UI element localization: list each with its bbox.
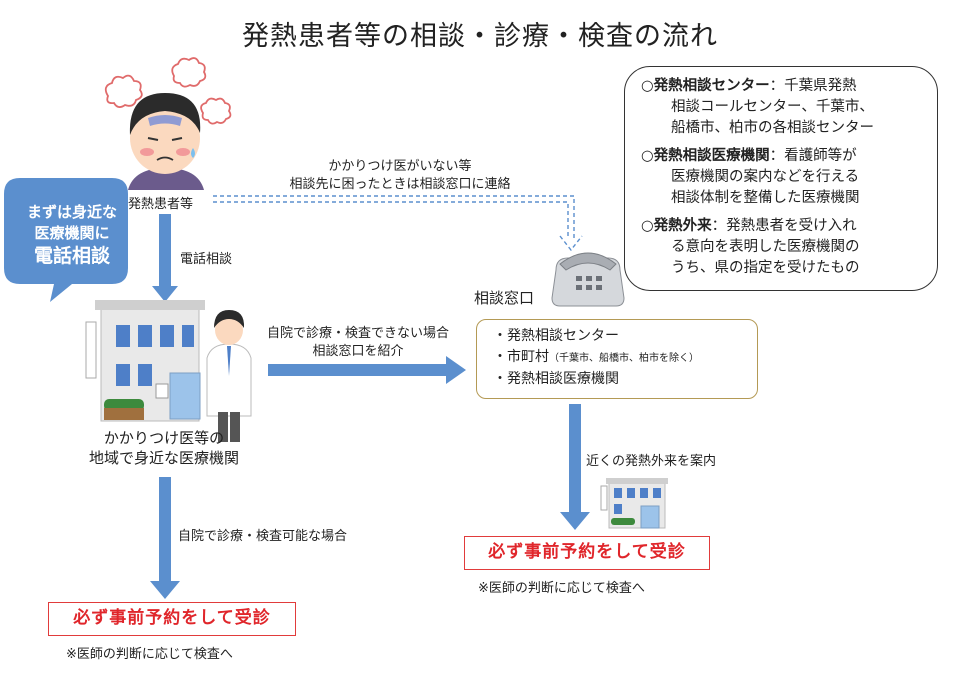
advice-bubble — [4, 178, 128, 302]
referral-note: 自院で診療・検査できない場合 相談窓口を紹介 — [258, 325, 458, 361]
patient-illustration — [104, 57, 232, 190]
definition-text: 千葉県発熱 — [784, 78, 857, 94]
definition-term: 発熱相談医療機関 — [653, 148, 770, 164]
exam-note-left: ※医師の判断に応じて検査へ — [66, 647, 233, 662]
definition-item: ○発熱相談医療機関：看護師等が 医療機関の案内などを行える 相談体制を整備した医… — [641, 146, 927, 209]
telephone-illustration — [551, 252, 625, 307]
arrow-guide-outpatient — [560, 404, 590, 530]
page-title: 発熱患者等の相談・診療・検査の流れ — [242, 21, 718, 52]
definition-sep: ： — [711, 218, 727, 234]
dashed-route-to-window — [213, 195, 583, 252]
bubble-line-2: 医療機関に — [34, 224, 110, 242]
definitions-box: ○発熱相談センター：千葉県発熱 相談コールセンター、千葉市、 船橋市、柏市の各相… — [624, 66, 938, 291]
exam-note-right: ※医師の判断に応じて検査へ — [478, 581, 645, 596]
definition-text: うち、県の指定を受けたもの — [671, 260, 860, 276]
window-item-text: ・発熱相談センター — [493, 328, 619, 344]
definition-text: 医療機関の案内などを行える — [671, 169, 860, 185]
bubble-line-1: まずは身近な — [26, 203, 117, 221]
window-item-text: ・市町村 — [493, 349, 549, 365]
window-item: ・発熱相談センター — [493, 326, 757, 347]
reservation-notice-right: 必ず事前予約をして受診 — [464, 536, 710, 570]
no-doctor-note-line-1: かかりつけ医がいない等 — [328, 159, 472, 174]
window-item: ・発熱相談医療機関 — [493, 369, 757, 390]
bubble-line-3: 電話相談 — [33, 245, 110, 267]
clinic-label-line-1: かかりつけ医等の — [103, 429, 225, 447]
definition-term: 発熱外来 — [653, 218, 712, 234]
consultation-window-box: ・発熱相談センター ・市町村（千葉市、船橋市、柏市を除く） ・発熱相談医療機関 — [476, 319, 758, 399]
clinic-building-illustration — [85, 300, 205, 422]
doctor-illustration — [206, 310, 252, 442]
definition-bullet: ○ — [641, 148, 654, 164]
definition-text: 発熱患者を受け入れ — [726, 218, 857, 234]
self-exam-note: 自院で診療・検査可能な場合 — [178, 529, 348, 544]
patient-label: 発熱患者等 — [128, 197, 194, 212]
arrow-referral — [268, 356, 466, 384]
definition-text: 相談コールセンター、千葉市、 — [671, 99, 874, 115]
reservation-notice-left: 必ず事前予約をして受診 — [48, 602, 296, 636]
definition-bullet: ○ — [641, 218, 654, 234]
definition-text: る意向を表明した医療機関の — [671, 239, 860, 255]
window-item-text: ・発熱相談医療機関 — [493, 371, 619, 387]
window-item: ・市町村（千葉市、船橋市、柏市を除く） — [493, 347, 757, 369]
definition-item: ○発熱外来：発熱患者を受け入れ る意向を表明した医療機関の うち、県の指定を受け… — [641, 216, 927, 279]
arrow-self-exam — [150, 477, 180, 599]
no-doctor-note: かかりつけ医がいない等 相談先に困ったときは相談窓口に連絡 — [250, 158, 550, 194]
outpatient-building-icon — [600, 478, 668, 529]
advice-bubble-text: まずは身近な 医療機関に 電話相談 — [18, 202, 126, 267]
definition-item: ○発熱相談センター：千葉県発熱 相談コールセンター、千葉市、 船橋市、柏市の各相… — [641, 76, 927, 139]
clinic-label-line-2: 地域で身近な医療機関 — [88, 449, 239, 467]
no-doctor-note-line-2: 相談先に困ったときは相談窓口に連絡 — [289, 177, 511, 192]
guide-outpatient-note: 近くの発熱外来を案内 — [586, 454, 717, 469]
definition-text: 看護師等が — [784, 148, 857, 164]
referral-note-line-1: 自院で診療・検査できない場合 — [266, 326, 449, 341]
phone-consult-label: 電話相談 — [180, 252, 233, 267]
definition-sep: ： — [769, 148, 785, 164]
window-label: 相談窓口 — [474, 289, 535, 307]
clinic-label: かかりつけ医等の 地域で身近な医療機関 — [44, 428, 284, 468]
arrow-phone-consult — [152, 214, 178, 302]
window-item-note: （千葉市、船橋市、柏市を除く） — [549, 353, 699, 364]
definition-sep: ： — [769, 78, 785, 94]
definition-text: 相談体制を整備した医療機関 — [671, 190, 860, 206]
definition-text: 船橋市、柏市の各相談センター — [671, 120, 874, 136]
referral-note-line-2: 相談窓口を紹介 — [312, 344, 404, 359]
definition-bullet: ○ — [641, 78, 654, 94]
definition-term: 発熱相談センター — [653, 78, 770, 94]
